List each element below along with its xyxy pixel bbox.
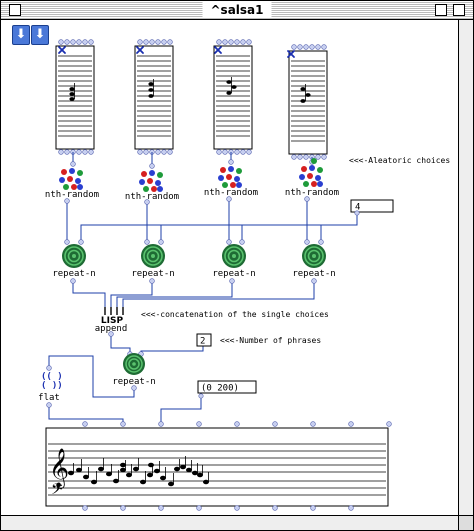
lisp-label: LISP (101, 316, 124, 326)
flat-label: flat (38, 393, 60, 403)
repeat-n-box-4[interactable]: repeat-n (292, 239, 336, 284)
nth-random-box-4[interactable]: nth-random (285, 158, 339, 202)
flat-box[interactable]: (( ) ( )) flat (38, 365, 63, 408)
collapse-box[interactable] (453, 4, 465, 16)
patch-canvas: nth-random nth-random nth-random (38, 39, 450, 511)
horizontal-scrollbar[interactable] (1, 515, 459, 530)
close-box[interactable] (9, 4, 21, 16)
lisp-parens-bottom: ( )) (41, 381, 63, 391)
chord-box-1[interactable] (55, 45, 95, 150)
repeat-n-box-1[interactable]: repeat-n (52, 239, 96, 284)
range-list-value: (0 200) (201, 384, 239, 394)
append-box[interactable]: LISP append (95, 307, 128, 337)
zoom-box[interactable] (435, 4, 447, 16)
nth-random-box-3[interactable]: nth-random (204, 159, 258, 202)
repeat-n-label: repeat-n (212, 269, 255, 279)
window-title: ^salsa1 (202, 2, 272, 18)
nth-random-label: nth-random (285, 188, 339, 198)
chord-box-2[interactable] (134, 45, 174, 150)
nth-random-label: nth-random (45, 190, 99, 200)
comment-phrases: <<<-Number of phrases (220, 336, 321, 345)
move-down-button[interactable]: ⬇ (12, 25, 30, 45)
move-down-alt-button[interactable]: ⬇ (31, 25, 49, 45)
title-bar[interactable]: ^salsa1 (1, 1, 473, 20)
phrase-count-box[interactable]: 2 (196, 333, 212, 347)
comment-aleatoric: <<<-Aleatoric choices (349, 156, 450, 165)
score-box[interactable]: 𝄞 𝄢 (45, 421, 392, 511)
repeat-n-box-main[interactable]: repeat-n (112, 351, 156, 391)
append-label: append (95, 324, 128, 334)
nth-random-box-1[interactable]: nth-random (45, 161, 99, 204)
repeat-n-label: repeat-n (131, 269, 174, 279)
range-list-box[interactable]: (0 200) (197, 380, 257, 399)
score-notes (68, 456, 209, 487)
repeat-n-box-3[interactable]: repeat-n (212, 239, 256, 284)
nth-random-label: nth-random (125, 192, 179, 202)
lisp-parens-top: (( ) (41, 372, 63, 382)
vertical-scrollbar[interactable] (458, 20, 473, 516)
repeat-n-label: repeat-n (52, 269, 95, 279)
nth-random-label: nth-random (204, 188, 258, 198)
resize-grip[interactable] (458, 515, 473, 530)
repeat-n-box-2[interactable]: repeat-n (131, 239, 175, 284)
patch-cords (48, 152, 358, 425)
repeat-count-box[interactable]: 4 (350, 199, 394, 216)
treble-clef-icon: 𝄞 (49, 448, 69, 489)
bass-clef-icon: 𝄢 (51, 481, 63, 502)
repeat-n-label: repeat-n (112, 377, 155, 387)
phrase-count-value: 2 (200, 337, 205, 347)
chord-box-4[interactable] (288, 50, 328, 155)
chord-inlets[interactable] (58, 39, 327, 160)
repeat-n-label: repeat-n (292, 269, 335, 279)
chord-box-3[interactable] (213, 45, 253, 150)
repeat-count-value: 4 (355, 203, 360, 213)
close-mark-icon[interactable] (58, 46, 295, 58)
comment-concatenation: <<<-concatenation of the single choices (141, 310, 329, 319)
nth-random-box-2[interactable]: nth-random (125, 163, 179, 205)
